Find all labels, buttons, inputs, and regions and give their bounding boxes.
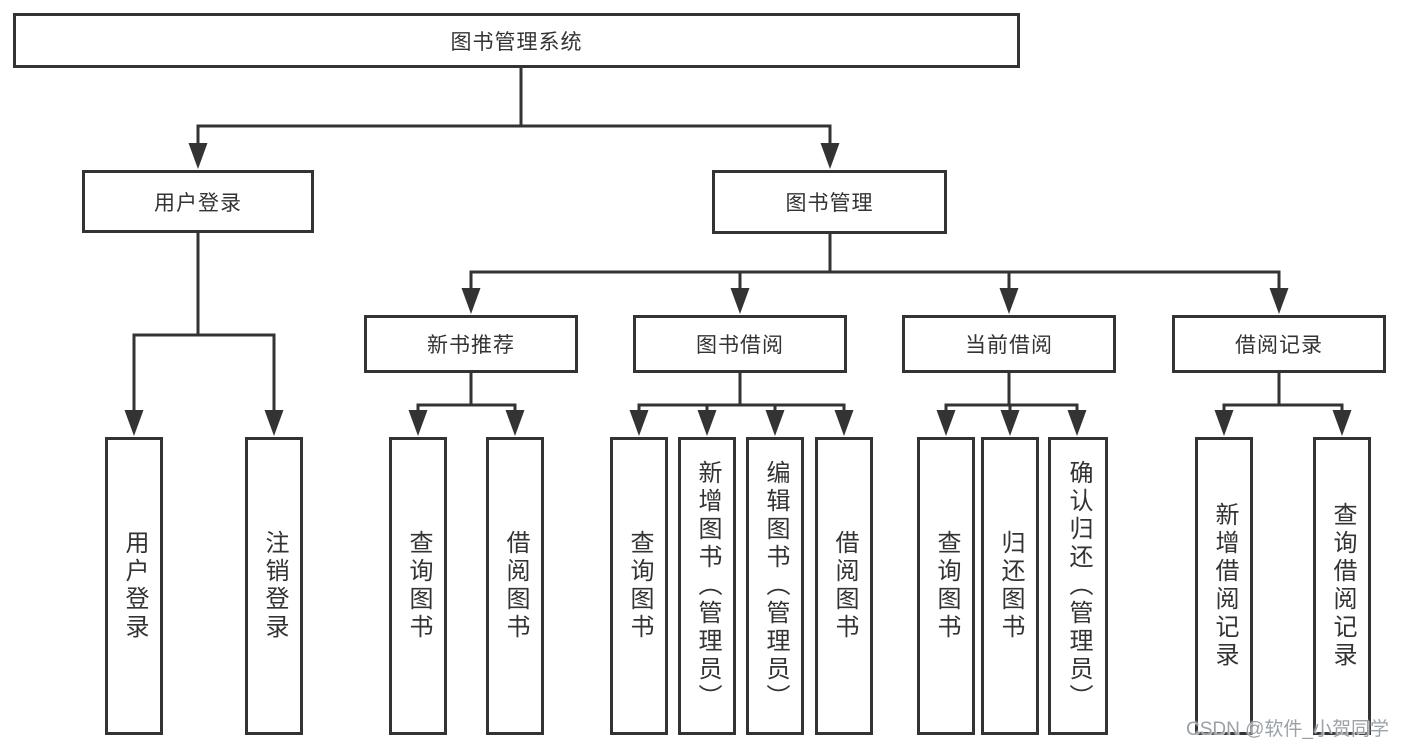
leaf-return-books: 归还图书 bbox=[981, 437, 1039, 735]
leaf-add-borrow-record: 新增借阅记录 bbox=[1195, 437, 1253, 735]
connector-borrow-records bbox=[1214, 371, 1352, 436]
connector-user-login bbox=[124, 231, 284, 436]
leaf-confirm-return-admin: 确认归还（管理员） bbox=[1048, 437, 1108, 735]
leaf-query-books-borrow: 查询图书 bbox=[610, 437, 668, 735]
leaf-query-books-recommend: 查询图书 bbox=[389, 437, 447, 735]
leaf-edit-books-admin: 编辑图书（管理员） bbox=[746, 437, 804, 735]
leaf-query-books-current: 查询图书 bbox=[917, 437, 975, 735]
node-root-library-system: 图书管理系统 bbox=[13, 13, 1020, 68]
leaf-logout: 注销登录 bbox=[245, 437, 303, 735]
node-book-management-module: 图书管理 bbox=[712, 170, 947, 234]
connector-new-book-recommend bbox=[408, 371, 525, 436]
connector-root bbox=[188, 66, 840, 169]
leaf-user-login: 用户登录 bbox=[105, 437, 163, 735]
node-user-login-module: 用户登录 bbox=[82, 170, 314, 233]
connector-book-borrow bbox=[629, 371, 854, 436]
csdn-watermark: CSDN @软件_小贺同学 bbox=[1186, 719, 1389, 740]
leaf-borrow-books: 借阅图书 bbox=[815, 437, 873, 735]
leaf-add-books-admin: 新增图书（管理员） bbox=[678, 437, 736, 735]
leaf-query-borrow-record: 查询借阅记录 bbox=[1313, 437, 1371, 735]
node-borrow-records: 借阅记录 bbox=[1172, 315, 1386, 373]
node-book-borrow: 图书借阅 bbox=[633, 315, 847, 373]
node-new-book-recommend: 新书推荐 bbox=[364, 315, 578, 373]
connector-book-management bbox=[461, 232, 1289, 314]
leaf-borrow-books-recommend: 借阅图书 bbox=[486, 437, 544, 735]
connector-current-borrow bbox=[936, 371, 1087, 436]
node-current-borrow: 当前借阅 bbox=[902, 315, 1116, 373]
